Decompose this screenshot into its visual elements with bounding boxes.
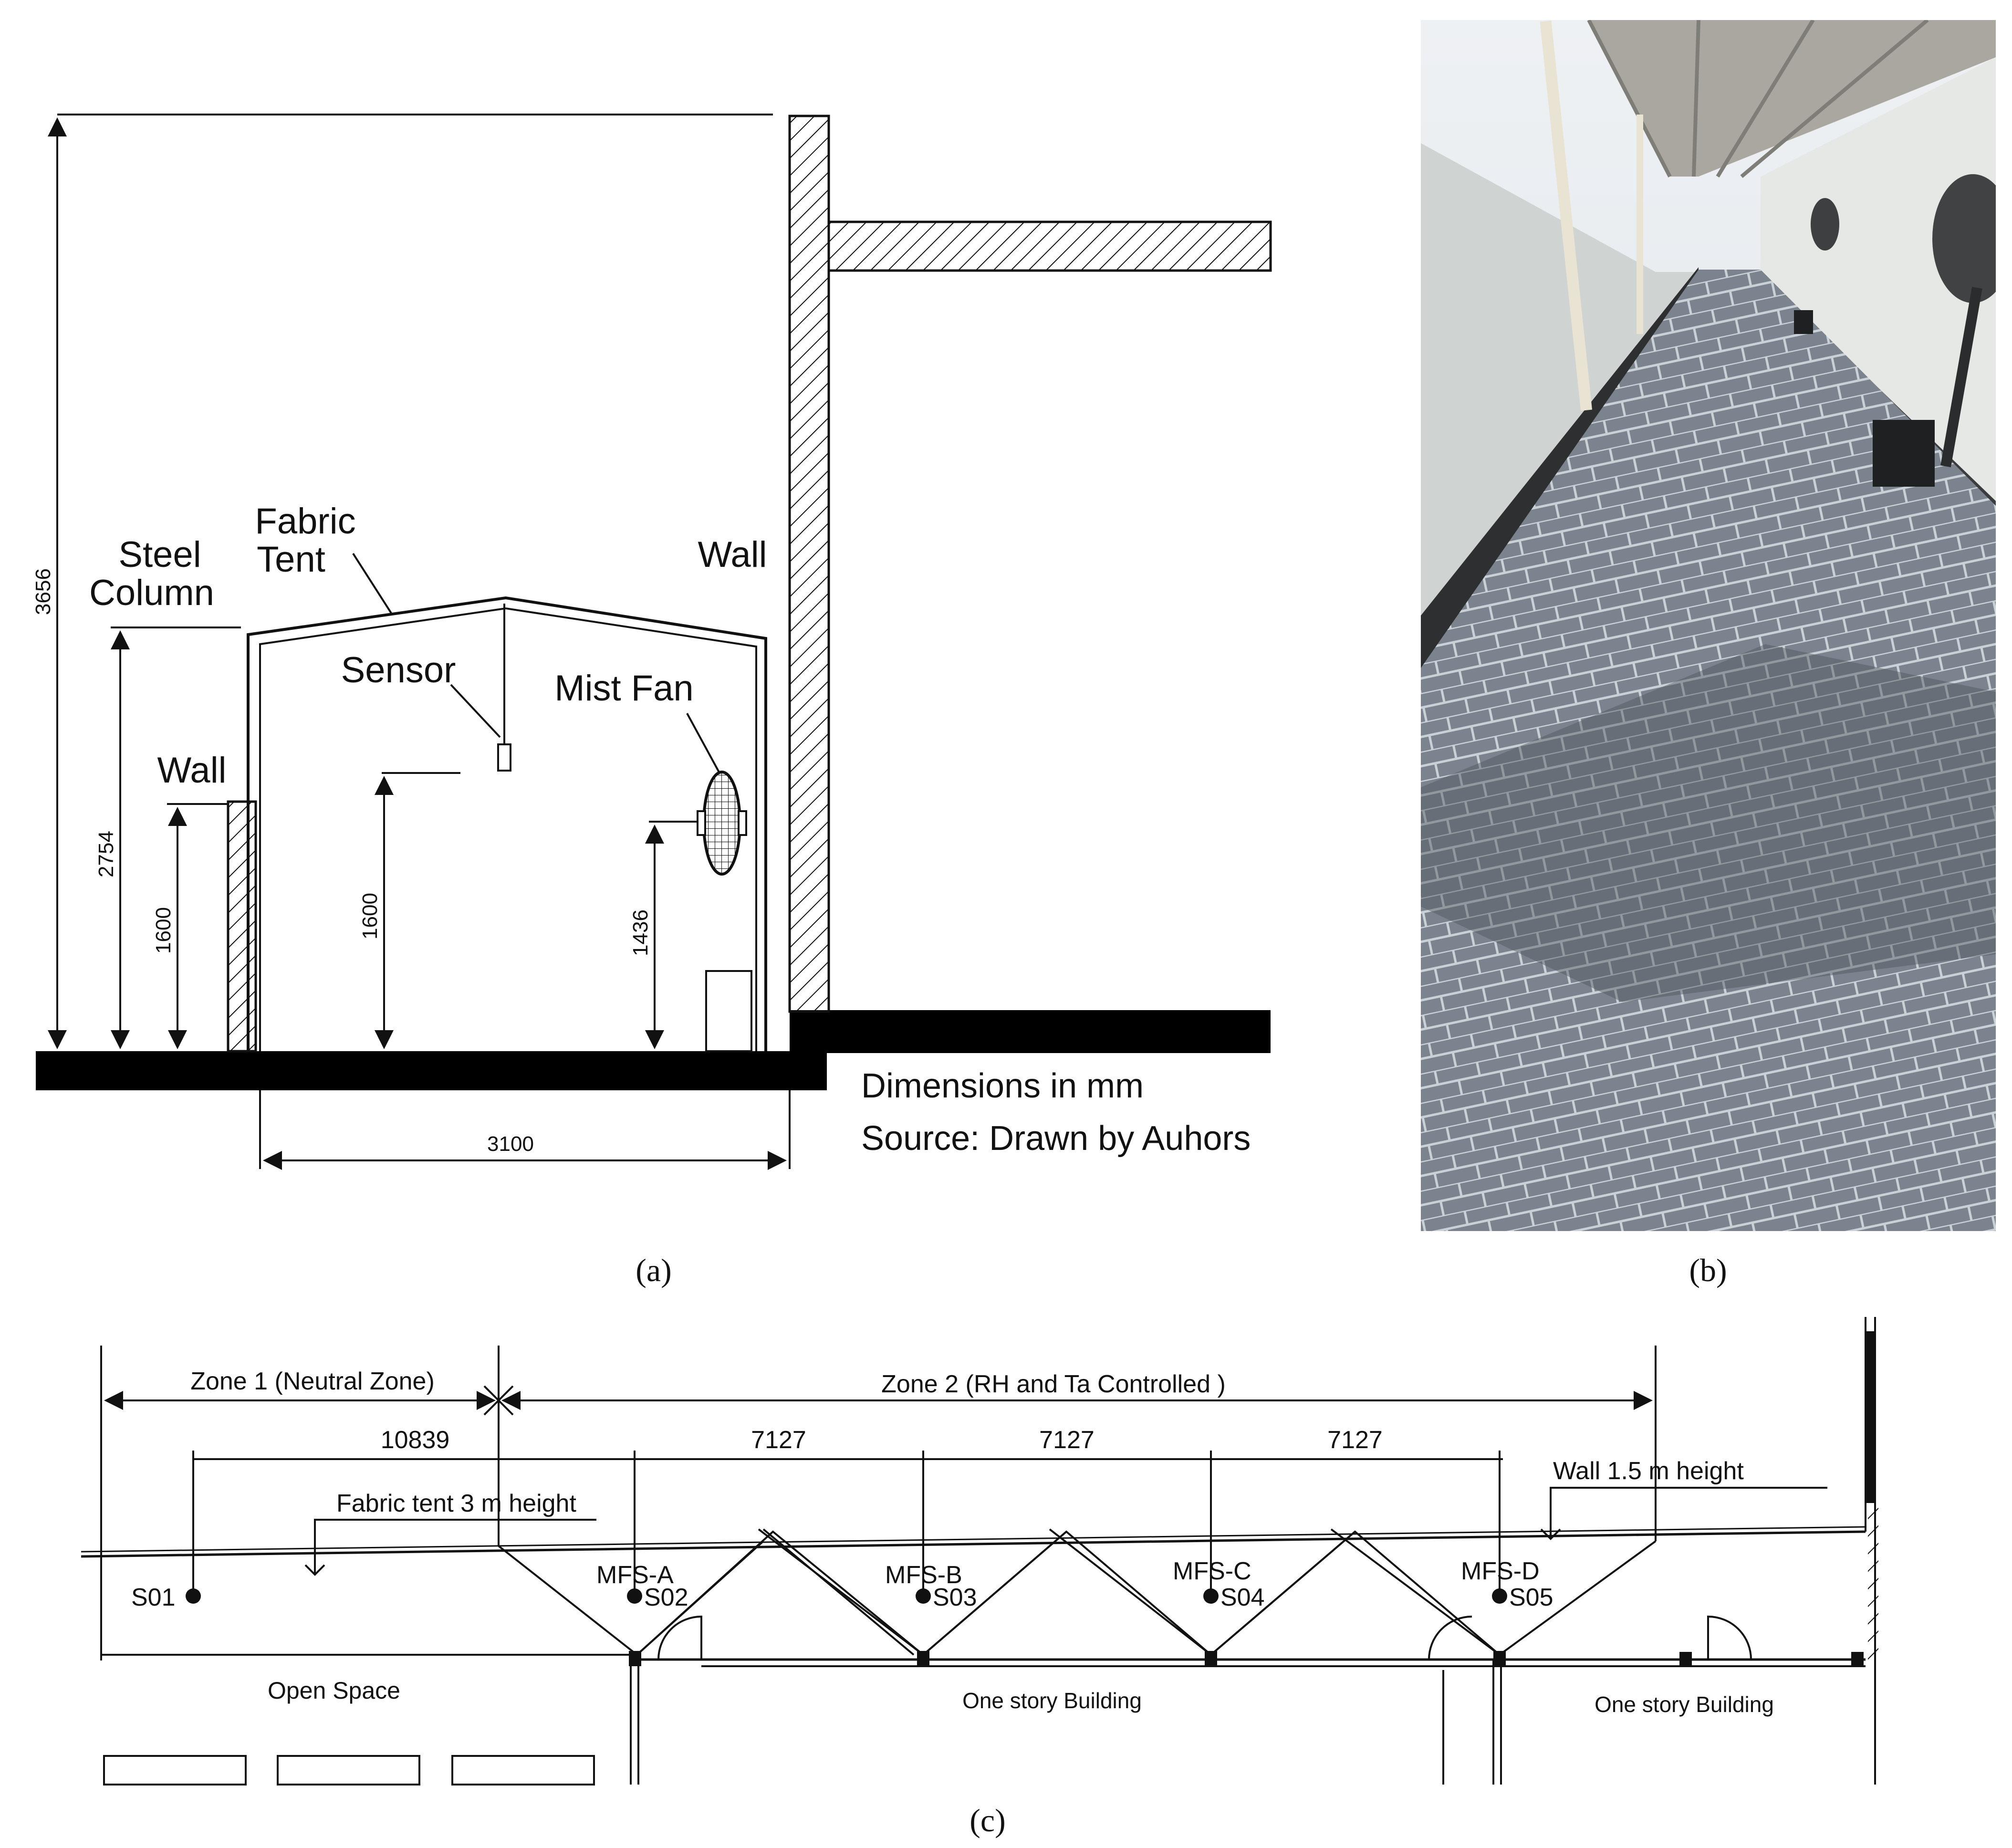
dim-fan-height-label: 1436 xyxy=(629,909,652,956)
wall-leader xyxy=(1550,1487,1827,1539)
panel-b-caption: (b) xyxy=(1689,1252,1727,1288)
sensor-label-s03: S03 xyxy=(933,1584,977,1611)
paved-floor xyxy=(1421,270,1996,1231)
dim-7127-c-label: 7127 xyxy=(1327,1426,1383,1454)
sensor-label-s01: S01 xyxy=(131,1584,176,1611)
mist-fan-photo xyxy=(1794,174,1996,487)
tent-edge xyxy=(81,1530,1866,1558)
source-note: Source: Drawn by Auhors xyxy=(861,1119,1251,1158)
fabric-tent-label-line1: Fabric xyxy=(255,501,355,542)
mist-fan-icon xyxy=(697,771,752,1052)
fabric-tent-label-line2: Tent xyxy=(257,539,325,580)
zone-cross-tick xyxy=(483,1385,514,1416)
tent-frame-outer xyxy=(247,596,767,1051)
fabric-tent-leader xyxy=(314,1519,596,1575)
fabric-tent-leader xyxy=(352,553,392,614)
column-post xyxy=(1851,1652,1864,1665)
open-space-outline xyxy=(100,1556,637,1656)
wall-arrow xyxy=(1540,1528,1561,1540)
right-wall xyxy=(1761,57,1996,501)
steel-column-label-line2: Column xyxy=(89,573,214,613)
parking-box xyxy=(451,1755,595,1785)
zone2-label: Zone 2 (RH and Ta Controlled ) xyxy=(881,1370,1226,1398)
fan-label-mfs-a: MFS-A xyxy=(596,1561,674,1589)
column-post xyxy=(1679,1652,1692,1665)
fan-label-mfs-b: MFS-B xyxy=(885,1561,962,1589)
truss-member xyxy=(758,1528,924,1656)
dim-7127-b-label: 7127 xyxy=(1039,1426,1095,1454)
wall-solid-section xyxy=(1866,1331,1876,1503)
canopy-post xyxy=(1540,20,1592,411)
mist-fan-leader xyxy=(686,713,720,773)
sensor-dot-s05 xyxy=(1492,1588,1507,1604)
building-label-1: One story Building xyxy=(962,1688,1142,1713)
truss-member xyxy=(1330,1528,1501,1656)
parking-box xyxy=(277,1755,420,1785)
dim-total-height-label: 3656 xyxy=(31,568,55,615)
dim-wall-height-label: 1600 xyxy=(152,907,175,954)
column-post xyxy=(917,1651,929,1666)
wall-hatched-section xyxy=(1868,1508,1878,1665)
panel-c-plan: Zone 1 (Neutral Zone) Zone 2 (RH and Ta … xyxy=(81,1317,1878,1838)
tent-edge-inner xyxy=(81,1526,1866,1553)
column-post xyxy=(629,1651,641,1666)
steel-column-label-line1: Steel xyxy=(118,534,201,575)
canopy-post xyxy=(1637,115,1643,334)
truss-member xyxy=(636,1540,764,1656)
dim-sensor-height-label: 1600 xyxy=(358,893,382,940)
dimensions-note: Dimensions in mm xyxy=(861,1067,1144,1105)
truss-member xyxy=(1210,1531,1356,1656)
fabric-tent-arrow xyxy=(304,1564,325,1576)
left-wall xyxy=(1421,143,1699,649)
ground-slab-left xyxy=(36,1051,827,1090)
sensor-dot-s02 xyxy=(627,1588,642,1604)
fan-label-mfs-c: MFS-C xyxy=(1173,1557,1251,1585)
ground-slab-right xyxy=(790,1010,1271,1053)
sensor-label-s05: S05 xyxy=(1509,1584,1553,1611)
sensor-icon xyxy=(497,743,511,772)
panel-a-section-drawing: 3656 2754 1600 1600 1436 3100 Steel Colu… xyxy=(31,114,1272,1288)
wall-left-label: Wall xyxy=(157,750,227,791)
mist-fan-label: Mist Fan xyxy=(554,668,693,709)
truss-member xyxy=(922,1531,1067,1656)
dim-7127-a-label: 7127 xyxy=(751,1426,806,1454)
canopy-roof xyxy=(1589,20,1996,177)
sensor-label-s04: S04 xyxy=(1220,1584,1265,1611)
zone1-label: Zone 1 (Neutral Zone) xyxy=(190,1368,435,1395)
door-swing xyxy=(657,1615,702,1660)
wall-right-label: Wall xyxy=(698,534,767,575)
truss-member xyxy=(1049,1528,1212,1656)
sensor-dot-s01 xyxy=(186,1588,201,1604)
wall-note: Wall 1.5 m height xyxy=(1553,1457,1744,1485)
sensor-label-s02: S02 xyxy=(644,1584,688,1611)
dim-width-label: 3100 xyxy=(487,1132,534,1156)
fabric-tent-note: Fabric tent 3 m height xyxy=(336,1490,576,1517)
fan-label-mfs-d: MFS-D xyxy=(1461,1557,1540,1585)
open-space-label: Open Space xyxy=(268,1677,400,1704)
building-wall-hatched xyxy=(788,115,830,1013)
low-wall-hatched xyxy=(227,800,257,1053)
building-label-2: One story Building xyxy=(1595,1692,1774,1717)
sensor-dot-s03 xyxy=(916,1588,931,1604)
roof-slab-hatched xyxy=(827,220,1272,272)
door-swing xyxy=(1428,1616,1472,1660)
column-post xyxy=(1205,1651,1217,1666)
truss-member xyxy=(762,1528,915,1656)
sensor-dot-s04 xyxy=(1203,1588,1219,1604)
panel-b-photo: (b) xyxy=(1421,20,1996,1288)
dim-10839-label: 10839 xyxy=(381,1426,450,1454)
panel-c-caption: (c) xyxy=(970,1802,1005,1838)
tent-frame-inner xyxy=(259,607,757,1051)
column-post xyxy=(1493,1651,1506,1666)
parking-box xyxy=(103,1755,247,1785)
sensor-label: Sensor xyxy=(341,650,456,690)
dim-column-height-label: 2754 xyxy=(94,831,118,877)
door-swing xyxy=(1707,1615,1752,1660)
sensor-leader xyxy=(450,684,501,738)
panel-a-caption: (a) xyxy=(636,1252,671,1288)
